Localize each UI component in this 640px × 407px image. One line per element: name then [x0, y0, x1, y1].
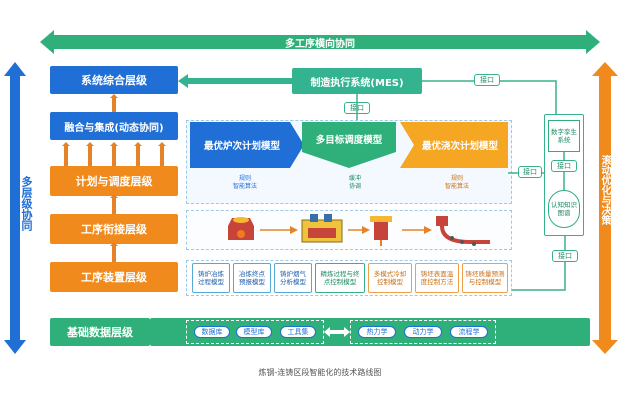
layer-connector-arrows [62, 94, 166, 262]
base-double-arrow [324, 327, 350, 337]
mes-to-system-arrow [178, 74, 292, 88]
models-arrows [190, 122, 508, 168]
base-item-kinetics: 动力学 [404, 326, 442, 338]
twin-to-device-line [512, 236, 566, 291]
algo-1: 规则 智能算法 [220, 173, 270, 193]
base-left-group [186, 320, 324, 344]
algo-1-top: 规则 [238, 175, 251, 182]
top-banner-label: 多工序横向协同 [285, 38, 355, 50]
base-item-process-science: 流程学 [450, 326, 488, 338]
layer-plan: 计划与调度层级 [50, 166, 178, 196]
twin-knowledge-box: 认知知识图谱 [548, 190, 580, 228]
layer-base: 基础数据层级 [50, 318, 150, 346]
interface-3: 接口 [518, 166, 542, 178]
interface-to-twin-line [500, 80, 557, 122]
interface-5: 接口 [552, 250, 578, 262]
process-illustrations [228, 214, 490, 246]
left-axis-label: 多层级协同 [18, 176, 33, 246]
mes-down-line [356, 94, 358, 122]
top-banner-arrow [40, 30, 600, 54]
models-interface-line [508, 172, 544, 174]
tundish-icon [370, 216, 392, 246]
device-cell-5: 多模式冷却控制模型 [368, 263, 412, 293]
twin-system-box: 数字孪生系统 [548, 120, 580, 152]
device-cell-2: 冶炼终点预报模型 [233, 263, 271, 293]
algo-2-top: 缓冲 [348, 175, 361, 182]
algo-3-top: 规则 [450, 175, 463, 182]
layer-device: 工序装置层级 [50, 262, 178, 292]
right-axis-label: 滚动优化与决策 [597, 155, 613, 265]
right-axis-text: 滚动优化与决策 [599, 155, 610, 225]
converter-icon [228, 217, 254, 240]
interface-4: 接口 [551, 160, 577, 172]
algo-2-bottom: 协调 [348, 183, 361, 190]
layer-system: 系统综合层级 [50, 66, 178, 94]
base-item-thermodynamics: 热力学 [358, 326, 396, 338]
algo-1-bottom: 智能算法 [232, 183, 257, 190]
model-cast: 最优浇次计划模型 [421, 141, 498, 152]
layer-process: 工序衔接层级 [50, 214, 178, 244]
algo-2: 缓冲 协调 [330, 173, 380, 193]
base-item-toolset: 工具集 [280, 326, 316, 338]
mes-box: 制造执行系统(MES) [292, 68, 422, 94]
algo-3-bottom: 智能算法 [444, 183, 469, 190]
base-item-model-library: 模型库 [236, 326, 272, 338]
device-cell-4: 精炼过程与终点控制模型 [315, 263, 365, 293]
model-furnace: 最优炉次计划模型 [203, 141, 280, 152]
refining-icon [301, 214, 343, 243]
device-cell-1: 铸炉冶炼过程模型 [192, 263, 230, 293]
layer-fusion: 融合与集成(动态协同) [50, 112, 178, 140]
base-item-database: 数据库 [194, 326, 230, 338]
device-cell-3: 铸炉烟气分析模型 [274, 263, 312, 293]
model-multi: 多目标调度模型 [315, 135, 383, 146]
interface-1: 接口 [474, 74, 500, 86]
figure-caption: 炼钢-连铸区段智能化的技术路线图 [258, 367, 382, 377]
mes-interface-line [422, 80, 474, 82]
left-axis-arrow [4, 62, 26, 354]
left-axis-text: 多层级协同 [20, 176, 33, 231]
base-right-group [350, 320, 496, 344]
device-cell-7: 铸坯质量预测与控制模型 [462, 263, 508, 293]
device-cell-6: 铸坯表面温度控制方法 [415, 263, 459, 293]
caster-icon [436, 216, 490, 246]
algo-3: 规则 智能算法 [432, 173, 482, 193]
right-axis-arrow [592, 62, 618, 354]
twin-inner-line [563, 152, 565, 190]
